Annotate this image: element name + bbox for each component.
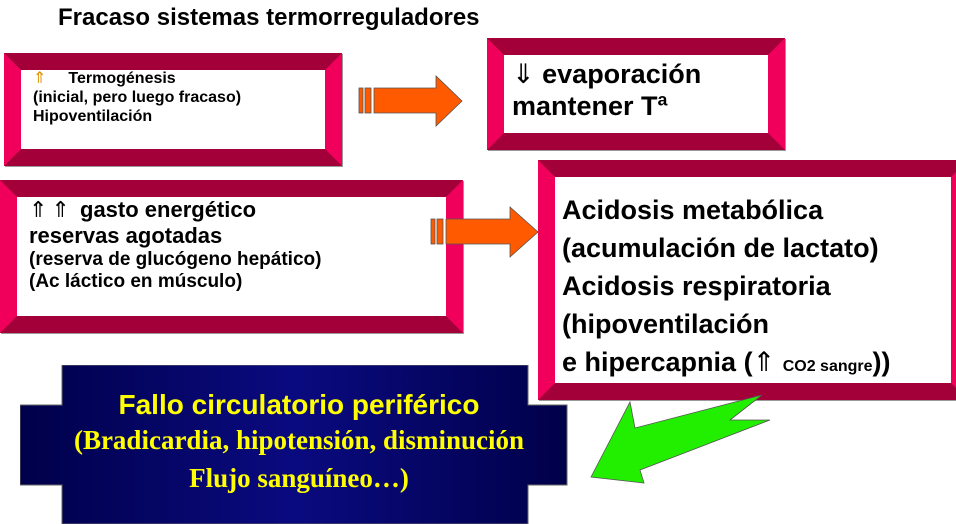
text-line: (acumulación de lactato) (562, 233, 879, 263)
text-line: (reserva de glucógeno hepático) (29, 248, 322, 270)
text-line: e hipercapnia ( (562, 347, 753, 377)
text-line: Acidosis metabólica (562, 195, 824, 225)
text-line: reservas agotadas (29, 222, 223, 248)
box-evaporacion: ⇓ evaporación mantener Tª (487, 38, 785, 150)
text-line: evaporación (542, 59, 702, 89)
plaque-title: Fallo circulatorio periférico (118, 389, 480, 420)
text-line: Termogénesis (68, 70, 176, 87)
plaque-line: (Bradicardia, hipotensión, disminución (73, 425, 525, 455)
up-arrow-icon: ⇑ (752, 347, 776, 377)
text-line: (inicial, pero luego fracaso) (33, 88, 242, 106)
text-line: (Ac láctico en músculo) (29, 271, 243, 293)
down-arrow-icon: ⇓ (512, 59, 535, 89)
box-acidosis: Acidosis metabólica (acumulación de lact… (538, 160, 956, 400)
orange-arrow-icon (358, 75, 463, 127)
text-line: Acidosis respiratoria (562, 271, 831, 301)
plaque-line: Flujo sanguíneo…) (189, 463, 409, 493)
text-line: Hipoventilación (33, 107, 153, 125)
result-plaque: Fallo circulatorio periférico (Bradicard… (20, 365, 578, 524)
text-small: CO2 sangre (782, 358, 873, 375)
slide-title: Fracaso sistemas termorreguladores (58, 4, 480, 31)
box-gasto-energetico: ⇑⇑ gasto energético reservas agotadas (r… (0, 180, 463, 333)
double-up-arrow-icon: ⇑⇑ (29, 197, 74, 222)
text-close: )) (872, 347, 891, 377)
orange-arrow-icon (430, 206, 539, 258)
text-line: gasto energético (80, 197, 257, 222)
box-termogenesis: ⇑ Termogénesis (inicial, pero luego fraca… (4, 53, 342, 166)
green-arrow-icon (590, 395, 771, 484)
text-line: mantener Tª (512, 90, 668, 121)
text-line: (hipoventilación (562, 309, 770, 339)
up-arrow-icon: ⇑ (33, 70, 47, 87)
